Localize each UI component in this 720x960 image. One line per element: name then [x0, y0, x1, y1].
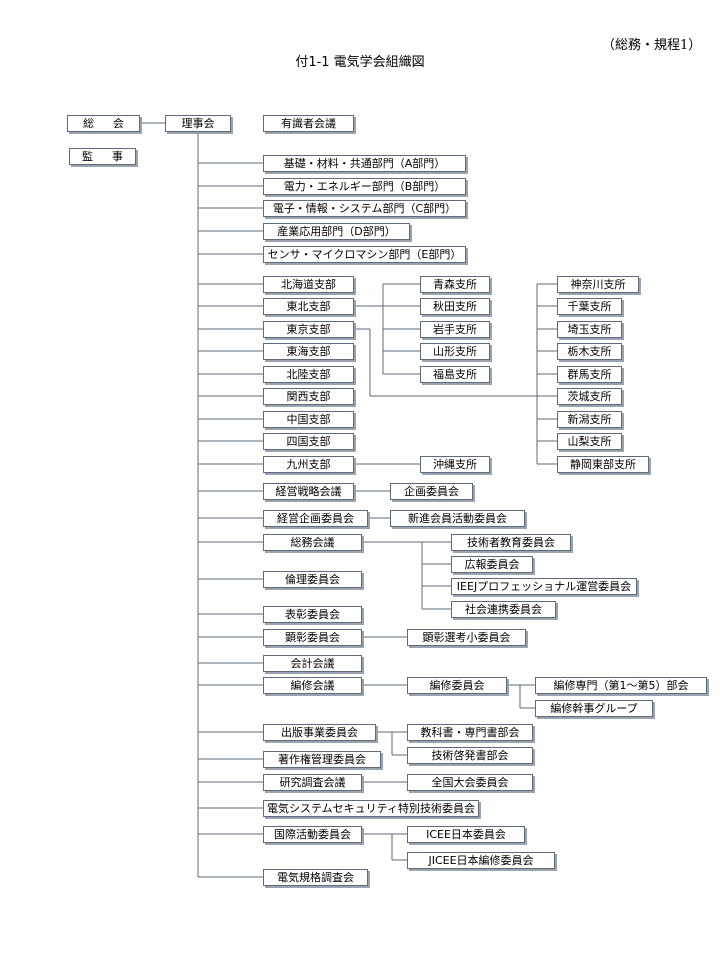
division-b-box: 電力・エネルギー部門（B部門）	[263, 178, 466, 195]
textbook-subcommittee-box: 教科書・専門書部会	[407, 724, 533, 741]
office-fukushima-box: 福島支所	[420, 366, 490, 383]
general-assembly-box: 総 会	[67, 115, 140, 132]
ethics-committee-box: 倫理委員会	[263, 571, 362, 588]
tech-awareness-box: 技術啓発書部会	[407, 747, 533, 764]
branch-hokkaido-box: 北海道支部	[263, 276, 354, 293]
office-ibaraki-box: 茨城支所	[557, 388, 622, 405]
planning-committee-box: 企画委員会	[390, 483, 473, 500]
office-shizuoka-east-box: 静岡東部支所	[557, 456, 649, 473]
editing-committee-box: 編修委員会	[407, 677, 507, 694]
branch-tokai-box: 東海支部	[263, 343, 354, 360]
office-saitama-box: 埼玉支所	[557, 321, 622, 338]
division-a-box: 基礎・材料・共通部門（A部門）	[263, 155, 466, 172]
publishing-committee-box: 出版事業委員会	[263, 724, 376, 741]
branch-kansai-box: 関西支部	[263, 388, 354, 405]
ieej-professional-box: IEEJプロフェッショナル運営委員会	[451, 578, 637, 595]
chart-title: 付1-1 電気学会組織図	[295, 55, 425, 70]
branch-chugoku-box: 中国支部	[263, 411, 354, 428]
mgmt-planning-committee-box: 経営企画委員会	[263, 510, 368, 527]
office-gunma-box: 群馬支所	[557, 366, 622, 383]
office-tochigi-box: 栃木支所	[557, 343, 622, 360]
office-aomori-box: 青森支所	[420, 276, 490, 293]
editing-special-box: 編修専門（第1～第5）部会	[535, 677, 707, 694]
division-c-box: 電子・情報・システム部門（C部門）	[263, 200, 466, 217]
accounting-council-box: 会計会議	[263, 655, 362, 672]
office-niigata-box: 新潟支所	[557, 411, 622, 428]
international-committee-box: 国際活動委員会	[263, 826, 362, 843]
branch-shikoku-box: 四国支部	[263, 433, 354, 450]
branch-kyushu-box: 九州支部	[263, 456, 354, 473]
security-committee-box: 電気システムセキュリティ特別技術委員会	[263, 800, 479, 817]
office-chiba-box: 千葉支所	[557, 298, 622, 315]
branch-hokuriku-box: 北陸支部	[263, 366, 354, 383]
branch-tokyo-box: 東京支部	[263, 321, 354, 338]
editing-secretary-box: 編修幹事グループ	[535, 700, 653, 717]
office-akita-box: 秋田支所	[420, 298, 490, 315]
copyright-committee-box: 著作権管理委員会	[263, 751, 381, 768]
division-d-box: 産業応用部門（D部門）	[263, 223, 410, 240]
honor-selection-box: 顕彰選考小委員会	[407, 629, 526, 646]
award-committee-box: 表彰委員会	[263, 606, 362, 623]
icee-japan-box: ICEE日本委員会	[407, 826, 525, 843]
social-cooperation-box: 社会連携委員会	[451, 601, 556, 618]
research-council-box: 研究調査会議	[263, 774, 362, 791]
strategy-council-box: 経営戦略会議	[263, 483, 354, 500]
branch-tohoku-box: 東北支部	[263, 298, 354, 315]
general-affairs-council-box: 総務会議	[263, 534, 362, 551]
reference-label: （総務・規程1）	[602, 38, 702, 53]
division-e-box: センサ・マイクロマシン部門（E部門）	[263, 246, 466, 263]
public-relations-box: 広報委員会	[451, 556, 533, 573]
new-member-committee-box: 新進会員活動委員会	[390, 510, 525, 527]
office-yamagata-box: 山形支所	[420, 343, 490, 360]
advisory-council-box: 有識者会議	[263, 115, 354, 132]
board-box: 理事会	[165, 115, 231, 132]
honor-committee-box: 顕彰委員会	[263, 629, 362, 646]
office-iwate-box: 岩手支所	[420, 321, 490, 338]
national-convention-box: 全国大会委員会	[407, 774, 533, 791]
engineer-education-box: 技術者教育委員会	[451, 534, 571, 551]
office-kanagawa-box: 神奈川支所	[557, 276, 639, 293]
office-okinawa-box: 沖縄支所	[420, 456, 490, 473]
jicee-editing-box: JICEE日本編修委員会	[407, 852, 555, 869]
auditor-box: 監 事	[69, 148, 136, 165]
editing-council-box: 編修会議	[263, 677, 362, 694]
office-yamanashi-box: 山梨支所	[557, 433, 622, 450]
standards-council-box: 電気規格調査会	[263, 869, 368, 886]
